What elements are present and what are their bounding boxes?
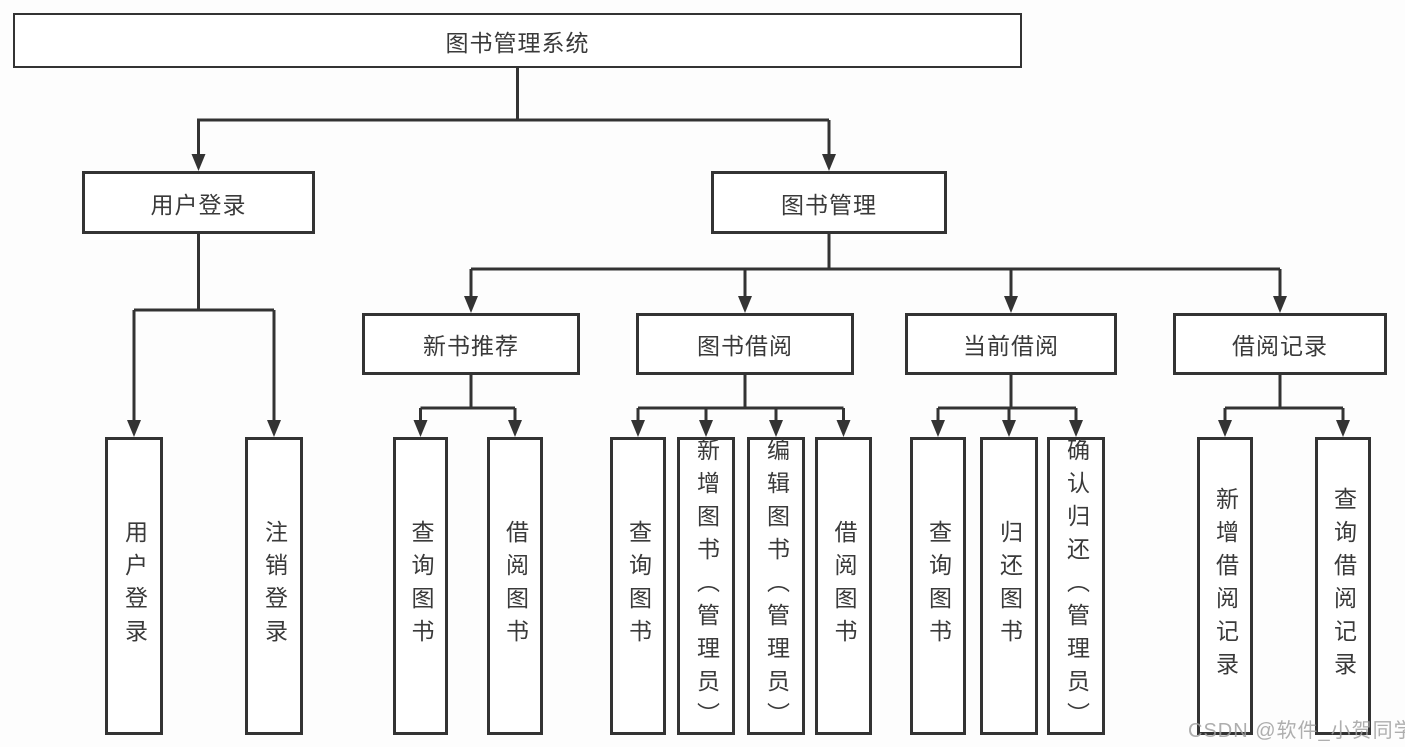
node-root-label: 图书管理系统 <box>445 29 590 56</box>
connector-new-book-rec-children <box>419 375 517 423</box>
arrowhead-icon <box>464 296 478 313</box>
arrowhead-icon <box>769 420 783 437</box>
node-leaf-add-book: 新增图书（管理员） <box>677 437 735 735</box>
node-leaf-confirm-return: 确认归还（管理员） <box>1047 437 1105 735</box>
arrowhead-icon <box>508 420 522 437</box>
arrowhead-icon <box>738 296 752 313</box>
node-book-borrow-label: 图书借阅 <box>697 333 793 359</box>
arrowhead-icon <box>191 154 206 171</box>
node-leaf-edit-book: 编辑图书（管理员） <box>747 437 805 735</box>
node-leaf-query-record-label: 查询借阅记录 <box>1330 487 1357 685</box>
node-root: 图书管理系统 <box>13 13 1022 68</box>
node-new-book-rec: 新书推荐 <box>362 313 580 375</box>
connector-root-children <box>197 68 831 156</box>
node-leaf-borrow-book-b: 借阅图书 <box>815 437 872 735</box>
node-leaf-borrow-book-b-label: 借阅图书 <box>831 520 857 652</box>
arrowhead-icon <box>267 420 281 437</box>
arrowhead-icon <box>1069 420 1083 437</box>
arrowhead-icon <box>413 420 428 437</box>
node-user-login: 用户登录 <box>82 171 315 234</box>
node-leaf-query-record: 查询借阅记录 <box>1315 437 1371 735</box>
node-leaf-query-book-b: 查询图书 <box>610 437 666 735</box>
node-leaf-add-record: 新增借阅记录 <box>1197 437 1253 735</box>
connector-book-mgmt-children <box>469 234 1282 299</box>
arrowhead-icon <box>822 154 836 171</box>
arrowhead-icon <box>699 420 713 437</box>
node-leaf-logout: 注销登录 <box>245 437 303 735</box>
node-leaf-query-book-a-label: 查询图书 <box>408 520 434 652</box>
node-leaf-add-book-label: 新增图书（管理员） <box>693 437 720 735</box>
node-book-mgmt: 图书管理 <box>711 171 947 234</box>
arrowhead-icon <box>1004 296 1018 313</box>
node-current-borrow-label: 当前借阅 <box>963 333 1059 359</box>
node-leaf-query-book-c: 查询图书 <box>910 437 966 735</box>
arrowhead-icon <box>1273 296 1287 313</box>
node-leaf-query-book-b-label: 查询图书 <box>625 520 652 652</box>
connector-borrow-records-children <box>1223 375 1345 423</box>
node-leaf-return-book-label: 归还图书 <box>996 520 1023 652</box>
connector-user-login-children <box>132 234 276 423</box>
node-leaf-query-book-c-label: 查询图书 <box>925 520 952 652</box>
arrowhead-icon <box>127 420 141 437</box>
node-book-mgmt-label: 图书管理 <box>781 191 877 218</box>
node-user-login-label: 用户登录 <box>150 191 247 218</box>
node-borrow-records: 借阅记录 <box>1173 313 1387 375</box>
node-leaf-user-login-label: 用户登录 <box>121 520 148 652</box>
node-leaf-query-book-a: 查询图书 <box>393 437 448 735</box>
arrowhead-icon <box>836 420 851 437</box>
node-book-borrow: 图书借阅 <box>636 313 854 375</box>
connector-book-borrow-children <box>636 375 845 423</box>
node-leaf-edit-book-label: 编辑图书（管理员） <box>763 437 790 735</box>
node-leaf-borrow-book-a: 借阅图书 <box>487 437 543 735</box>
node-new-book-rec-label: 新书推荐 <box>423 333 519 359</box>
node-leaf-logout-label: 注销登录 <box>261 520 288 652</box>
arrowhead-icon <box>631 420 645 437</box>
arrowhead-icon <box>1002 420 1016 437</box>
arrowhead-icon <box>931 420 945 437</box>
node-current-borrow: 当前借阅 <box>905 313 1117 375</box>
csdn-watermark: CSDN @软件_小贺同学 <box>1188 720 1405 742</box>
node-leaf-borrow-book-a-label: 借阅图书 <box>502 520 529 652</box>
connector-current-borrow-children <box>936 375 1078 423</box>
node-leaf-user-login: 用户登录 <box>105 437 163 735</box>
node-borrow-records-label: 借阅记录 <box>1232 333 1328 359</box>
node-leaf-confirm-return-label: 确认归还（管理员） <box>1063 437 1090 735</box>
node-leaf-add-record-label: 新增借阅记录 <box>1212 487 1239 685</box>
arrowhead-icon <box>1336 420 1350 437</box>
arrowhead-icon <box>1218 420 1232 437</box>
node-leaf-return-book: 归还图书 <box>980 437 1038 735</box>
